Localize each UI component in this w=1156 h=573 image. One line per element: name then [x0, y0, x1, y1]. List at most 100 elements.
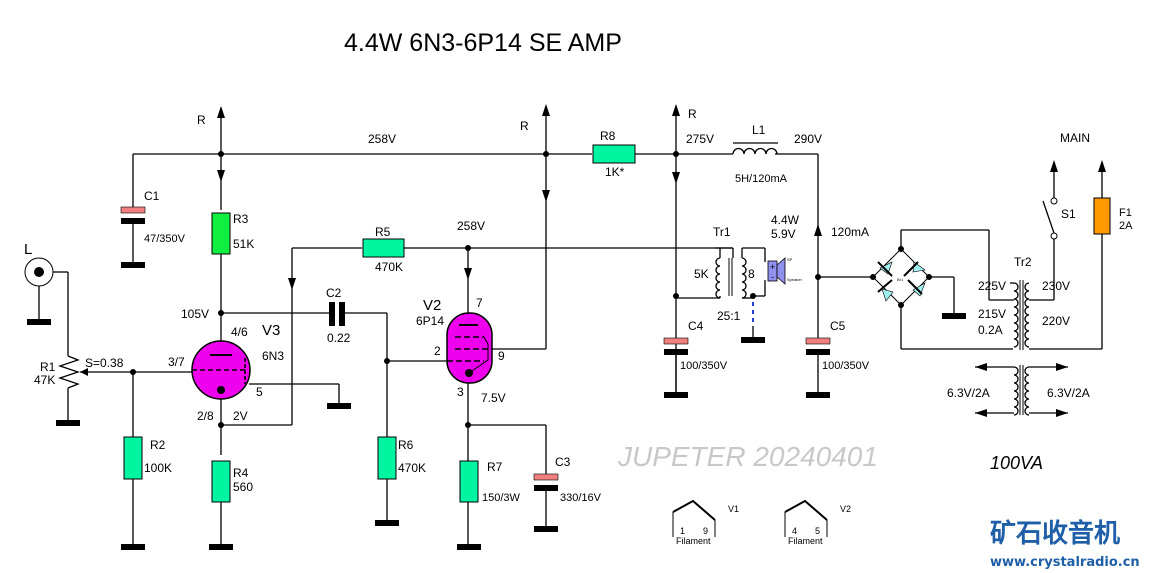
tr2-pri-230v: 230V — [1042, 279, 1070, 293]
r7-name: R7 — [487, 460, 503, 474]
v3-pin-shield: 5 — [256, 385, 263, 399]
speaker-plus: + — [770, 262, 775, 272]
filament-v1-pin-a: 1 — [680, 526, 685, 536]
speaker-name-label: Speaker — [787, 277, 803, 282]
tr1-voltage: 5.9V — [771, 227, 796, 241]
resistor-r3 — [211, 212, 231, 255]
r-arrow-left — [217, 106, 225, 210]
capacitor-c5 — [805, 337, 831, 398]
voltage-258v-top: 258V — [368, 132, 396, 146]
tr1-power: 4.4W — [771, 213, 800, 227]
c2-value: 0.22 — [327, 331, 351, 345]
filament-v2-label: Filament — [788, 536, 823, 546]
c2-name: C2 — [326, 286, 342, 300]
v2-type: 6P14 — [416, 314, 444, 328]
r2-value: 100K — [144, 461, 172, 475]
capacitor-c2-plate-a — [329, 302, 335, 326]
heater-left-rating: 6.3V/2A — [947, 386, 990, 400]
input-label: L — [24, 241, 32, 258]
r3-value: 51K — [233, 237, 254, 251]
filament-v2: 4 5 Filament V2 — [784, 499, 851, 546]
v2-pin-screen: 9 — [498, 349, 505, 363]
filament-v2-pin-b: 5 — [815, 526, 820, 536]
voltage-258v-mid: 258V — [457, 219, 485, 233]
r5-name: R5 — [375, 225, 391, 239]
c1-name: C1 — [144, 189, 160, 203]
heater-right-rating: 6.3V/2A — [1047, 386, 1090, 400]
r5-value: 470K — [375, 260, 403, 274]
v2-pin-cathode: 3 — [457, 385, 464, 399]
c4-value: 100/350V — [680, 360, 728, 372]
capacitor-c1 — [120, 206, 146, 268]
speaker: + - SP Speaker — [764, 248, 803, 296]
r8-value: 1K* — [605, 165, 625, 179]
power-rating: 100VA — [990, 453, 1043, 473]
r7-value: 150/3W — [482, 492, 521, 504]
v2-pin-grid: 2 — [434, 344, 441, 358]
tr2-name: Tr2 — [1014, 255, 1032, 269]
c4-name: C4 — [688, 319, 704, 333]
c3-value: 330/16V — [560, 492, 602, 504]
tr2-pri-220v: 220V — [1042, 314, 1070, 328]
resistor-r2 — [123, 436, 143, 480]
r1-value: 47K — [34, 373, 55, 387]
tr1-ratio: 25:1 — [717, 309, 741, 323]
r-arrow-right — [672, 104, 680, 395]
voltage-275v: 275V — [686, 132, 714, 146]
resistor-r6 — [377, 436, 397, 480]
brand-url[interactable]: www.crystalradio.cn — [990, 555, 1140, 570]
switch-s1[interactable] — [1042, 160, 1058, 300]
l1-name: L1 — [752, 123, 766, 137]
c3-name: C3 — [555, 455, 571, 469]
br1-name: Br1 — [897, 277, 904, 282]
watermark: JUPETER 20240401 — [617, 441, 878, 472]
capacitor-c2-plate-b — [339, 302, 345, 326]
r8-name: R8 — [600, 129, 616, 143]
fuse-f1 — [1093, 160, 1111, 349]
c1-value: 47/350V — [144, 233, 186, 245]
tr2-sec-225v: 225V — [978, 279, 1006, 293]
tr1-secondary: 8 — [748, 267, 755, 281]
filament-v1-label: Filament — [676, 536, 711, 546]
v2-name: V2 — [423, 297, 441, 314]
bridge-rectifier-br1: Br1 — [870, 246, 932, 308]
v3-pin-grid: 3/7 — [168, 355, 185, 369]
r6-value: 470K — [398, 461, 426, 475]
filament-v2-tube: V2 — [840, 504, 851, 514]
capacitor-c3 — [533, 473, 559, 532]
input-jack[interactable] — [24, 257, 69, 356]
resistor-r5 — [362, 238, 405, 258]
v3-type: 6N3 — [262, 349, 284, 363]
tube-v2 — [446, 312, 493, 384]
b-plus-rail — [132, 153, 819, 275]
f1-value: 2A — [1119, 220, 1133, 232]
transformer-tr1 — [676, 247, 765, 299]
tr2-sec-current: 0.2A — [978, 323, 1003, 337]
r1-name: R1 — [40, 360, 56, 374]
resistor-r4 — [211, 460, 231, 503]
filament-v1-pin-b: 9 — [703, 526, 708, 536]
inductor-l1 — [732, 142, 778, 155]
filament-v1-tube: V1 — [728, 504, 739, 514]
v3-cathode-voltage: 2V — [233, 409, 248, 423]
current-120ma: 120mA — [831, 225, 869, 239]
v2-pin-plate: 7 — [476, 296, 483, 310]
r4-value: 560 — [233, 480, 253, 494]
heater-windings — [975, 363, 1068, 417]
v3-pin-plate: 4/6 — [231, 325, 248, 339]
r-label-left: R — [197, 113, 206, 127]
page-title: 4.4W 6N3-6P14 SE AMP — [344, 29, 622, 57]
tube-v3 — [191, 340, 251, 455]
transformer-tr2 — [989, 280, 1102, 350]
tr1-name: Tr1 — [713, 225, 731, 239]
r-label-mid: R — [520, 119, 529, 133]
l1-value: 5H/120mA — [735, 173, 788, 185]
filament-v2-pin-a: 4 — [792, 526, 797, 536]
v2-cathode-voltage: 7.5V — [481, 391, 506, 405]
r-label-right: R — [688, 107, 697, 121]
voltage-290v: 290V — [794, 132, 822, 146]
mains-label: MAIN — [1060, 131, 1090, 145]
c5-value: 100/350V — [822, 360, 870, 372]
current-arrow — [814, 224, 822, 236]
